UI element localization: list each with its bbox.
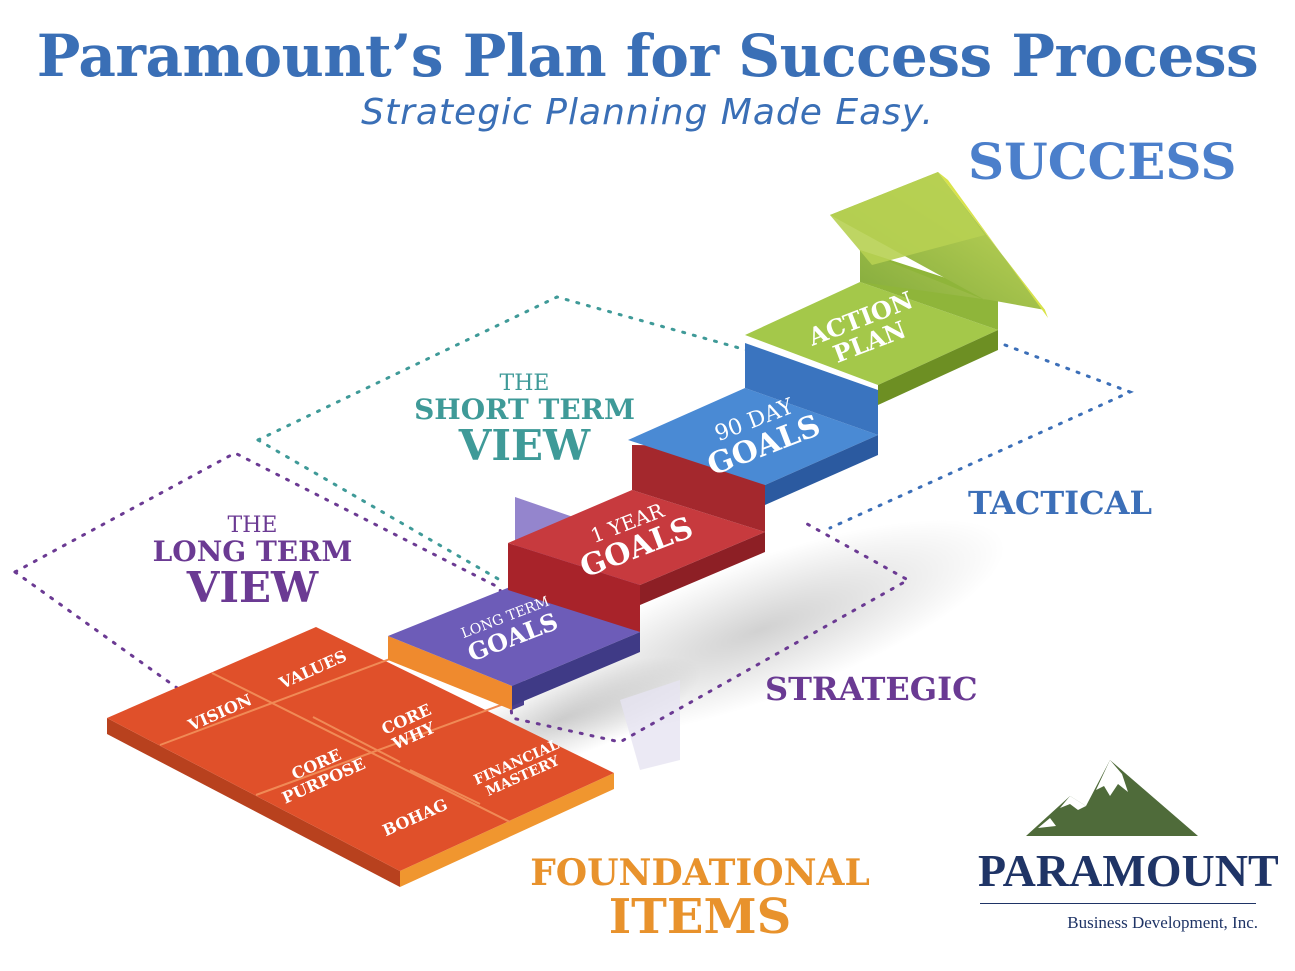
short-term-boundary — [256, 438, 502, 582]
long-term-view-label: THE LONG TERM VIEW — [120, 514, 385, 611]
page-subtitle: Strategic Planning Made Easy. — [361, 92, 934, 133]
short-view-line1: SHORT TERM — [414, 393, 635, 427]
paramount-logo: PARAMOUNT Business Development, Inc. — [978, 756, 1279, 946]
foundational-line1: FOUNDATIONAL — [530, 852, 870, 894]
strategic-label: STRATEGIC — [765, 670, 978, 708]
long-view-line1: LONG TERM — [152, 535, 353, 569]
step-action-plan — [745, 172, 1048, 405]
foundation-slab — [107, 627, 614, 887]
success-label: SUCCESS — [968, 132, 1237, 191]
step-90-day-goals — [628, 343, 878, 505]
foundational-items-label: FOUNDATIONAL ITEMS — [520, 855, 880, 941]
short-term-view-label: THE SHORT TERM VIEW — [392, 372, 657, 469]
logo-name: PARAMOUNT — [978, 845, 1279, 896]
mountain-logo-icon — [1026, 760, 1198, 836]
long-view-line2: VIEW — [186, 563, 319, 613]
long-view-the: THE — [227, 513, 278, 538]
ghost-support — [620, 680, 680, 770]
short-term-boundary — [256, 295, 802, 442]
short-view-line2: VIEW — [458, 421, 591, 471]
logo-subtitle: Business Development, Inc. — [1067, 913, 1258, 932]
long-term-boundary — [13, 570, 182, 692]
tactical-label: TACTICAL — [968, 484, 1152, 522]
page-title: Paramount’s Plan for Success Process — [36, 22, 1259, 90]
logo-divider — [980, 903, 1256, 904]
foundational-line2: ITEMS — [608, 889, 792, 945]
short-view-the: THE — [499, 371, 550, 396]
tactical-boundary — [828, 343, 1134, 530]
